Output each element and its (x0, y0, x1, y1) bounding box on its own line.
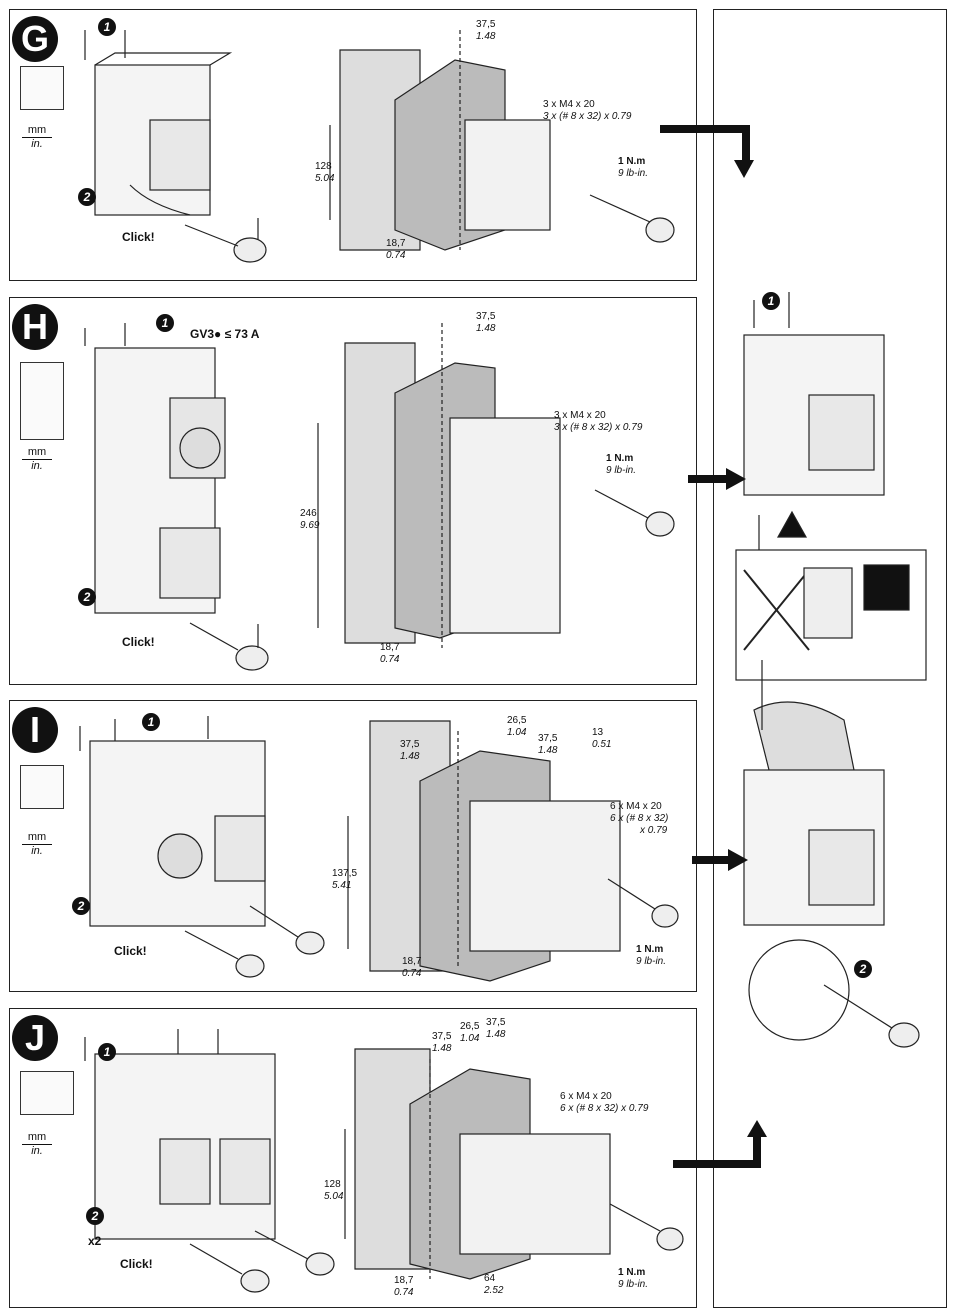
rating-note: GV3● ≤ 73 A (190, 327, 260, 341)
summary-column: 1 2 (713, 9, 947, 1308)
panel-letter-h: H (12, 304, 58, 350)
thumbnail-double (20, 1071, 74, 1115)
thumbnail-contactor (20, 66, 64, 110)
click-label: Click! (122, 635, 155, 649)
step-number-1: 1 (98, 18, 116, 36)
panel-letter-j: J (12, 1015, 58, 1061)
assembly-drawing-g (84, 30, 675, 263)
step-number-1: 1 (156, 314, 174, 332)
step-number-2: 2 (86, 1207, 104, 1225)
step-number-1: 1 (98, 1043, 116, 1061)
thumbnail-starter (20, 362, 64, 440)
click-label: Click! (122, 230, 155, 244)
step-number-2: 2 (78, 588, 96, 606)
assembly-drawing-i (79, 716, 679, 982)
click-label: Click! (114, 944, 147, 958)
quantity-label: x2 (88, 1234, 102, 1248)
step-number-1: 1 (142, 713, 160, 731)
summary-drawing (735, 292, 927, 1048)
panel-letter-i: I (12, 707, 58, 753)
click-label: Click! (120, 1257, 153, 1271)
step-number-2: 2 (854, 960, 872, 978)
step-number-2: 2 (72, 897, 90, 915)
assembly-drawing-h (84, 323, 675, 671)
panel-letter-g: G (12, 16, 58, 62)
assembly-drawing-j (84, 1029, 684, 1293)
thumbnail-reversing (20, 765, 64, 809)
step-number-2: 2 (78, 188, 96, 206)
step-number-1: 1 (762, 292, 780, 310)
